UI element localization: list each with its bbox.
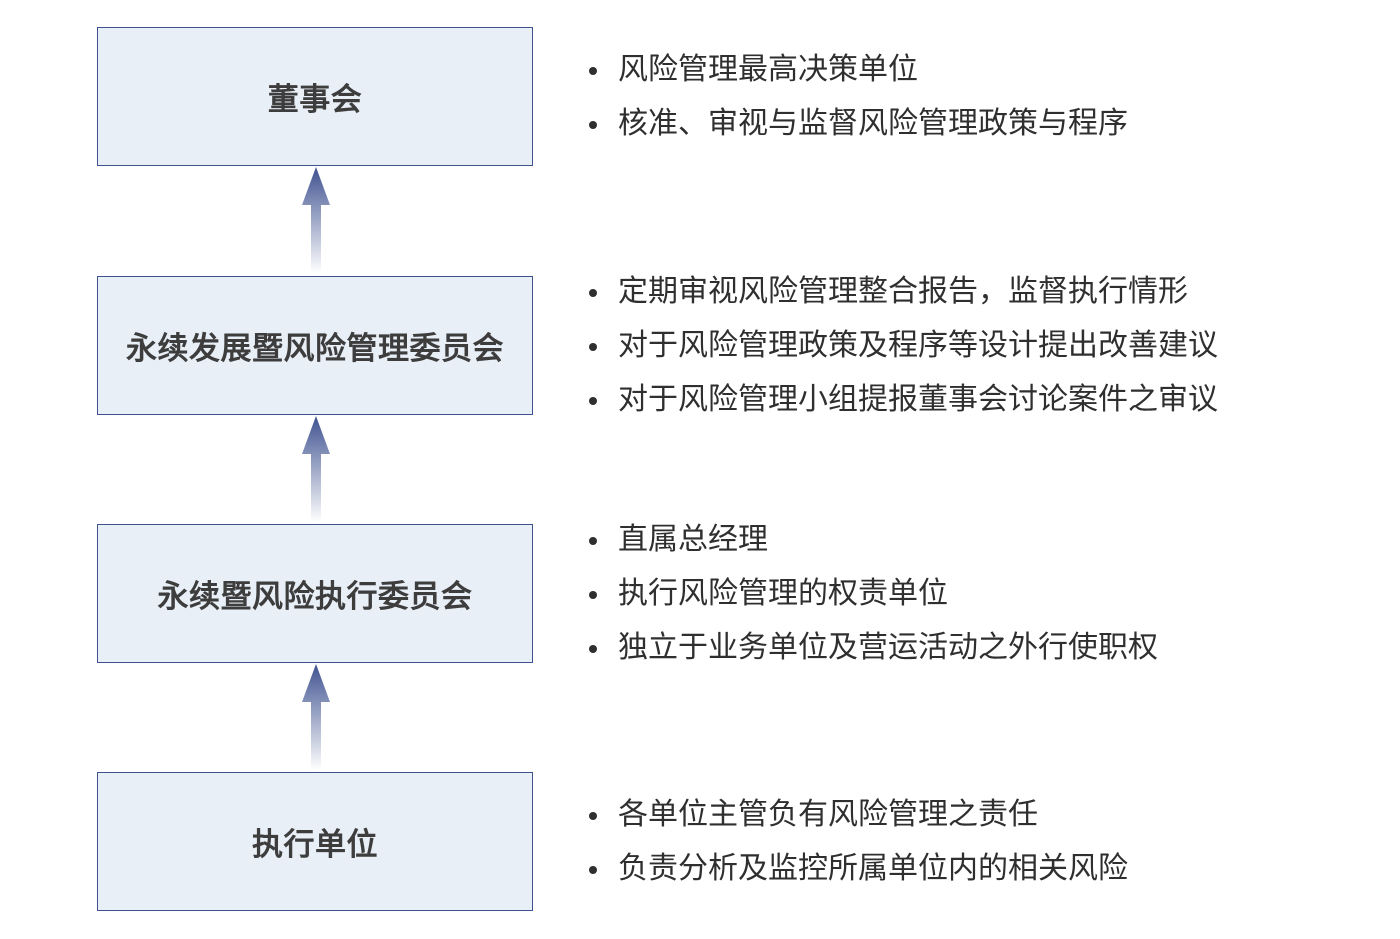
list-item: 执行风险管理的权责单位 (586, 567, 1158, 621)
list-item: 独立于业务单位及营运活动之外行使职权 (586, 621, 1158, 675)
bullet-dot-icon (589, 812, 597, 820)
list-item-text: 各单位主管负有风险管理之责任 (618, 797, 1038, 832)
list-item-text: 直属总经理 (618, 522, 768, 557)
bullet-dot-icon (589, 866, 597, 874)
bullet-dot-icon (589, 537, 597, 545)
bullet-dot-icon (589, 343, 597, 351)
list-item-text: 风险管理最高决策单位 (618, 52, 918, 87)
up-arrow-icon (302, 416, 330, 522)
bullet-dot-icon (589, 121, 597, 129)
risk-execution-committee-duties-list: 直属总经理 执行风险管理的权责单位 独立于业务单位及营运活动之外行使职权 (586, 513, 1158, 675)
sustainability-risk-committee-duties-list: 定期审视风险管理整合报告，监督执行情形 对于风险管理政策及程序等设计提出改善建议… (586, 265, 1218, 427)
tier-title-execution-units: 执行单位 (252, 827, 378, 863)
tier-title-risk-execution-committee: 永续暨风险执行委员会 (157, 579, 473, 615)
list-item-text: 核准、审视与监督风险管理政策与程序 (618, 106, 1128, 141)
tier-box-board: 董事会 (97, 27, 533, 166)
list-item: 定期审视风险管理整合报告，监督执行情形 (586, 265, 1218, 319)
list-item: 直属总经理 (586, 513, 1158, 567)
tier-box-sustainability-risk-committee: 永续发展暨风险管理委员会 (97, 276, 533, 415)
list-item-text: 执行风险管理的权责单位 (618, 576, 948, 611)
list-item-text: 独立于业务单位及营运活动之外行使职权 (618, 630, 1158, 665)
tier-box-risk-execution-committee: 永续暨风险执行委员会 (97, 524, 533, 663)
tier-title-sustainability-risk-committee: 永续发展暨风险管理委员会 (126, 331, 504, 367)
list-item: 风险管理最高决策单位 (586, 43, 1128, 97)
up-arrow-icon (302, 167, 330, 273)
tier-box-execution-units: 执行单位 (97, 772, 533, 911)
list-item: 核准、审视与监督风险管理政策与程序 (586, 97, 1128, 151)
bullet-dot-icon (589, 591, 597, 599)
list-item-text: 对于风险管理政策及程序等设计提出改善建议 (618, 328, 1218, 363)
board-duties-list: 风险管理最高决策单位 核准、审视与监督风险管理政策与程序 (586, 43, 1128, 151)
list-item: 对于风险管理小组提报董事会讨论案件之审议 (586, 373, 1218, 427)
list-item: 对于风险管理政策及程序等设计提出改善建议 (586, 319, 1218, 373)
list-item: 负责分析及监控所属单位内的相关风险 (586, 842, 1128, 896)
bullet-dot-icon (589, 289, 597, 297)
list-item-text: 定期审视风险管理整合报告，监督执行情形 (618, 274, 1188, 309)
up-arrow-icon (302, 664, 330, 770)
execution-units-duties-list: 各单位主管负有风险管理之责任 负责分析及监控所属单位内的相关风险 (586, 788, 1128, 896)
list-item-text: 负责分析及监控所属单位内的相关风险 (618, 851, 1128, 886)
bullet-dot-icon (589, 67, 597, 75)
list-item: 各单位主管负有风险管理之责任 (586, 788, 1128, 842)
tier-title-board: 董事会 (267, 82, 363, 118)
list-item-text: 对于风险管理小组提报董事会讨论案件之审议 (618, 382, 1218, 417)
bullet-dot-icon (589, 397, 597, 405)
bullet-dot-icon (589, 645, 597, 653)
